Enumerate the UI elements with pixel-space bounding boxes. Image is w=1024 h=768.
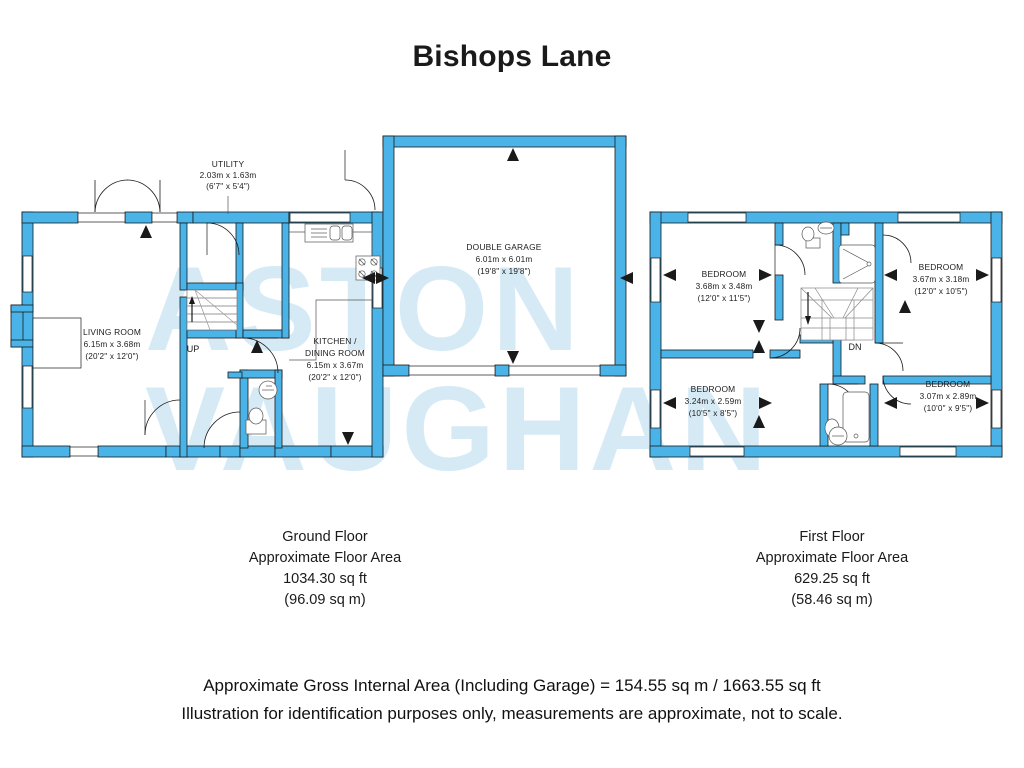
- room-label-living-room: LIVING ROOM 6.15m x 3.68m (20'2" x 12'0"…: [83, 327, 141, 361]
- living-room-metric: 6.15m x 3.68m: [84, 340, 141, 349]
- utility-name: UTILITY: [212, 159, 245, 169]
- kitchen-metric: 6.15m x 3.67m: [307, 361, 364, 370]
- bedroom-4-imperial: (10'0" x 9'5"): [924, 404, 973, 413]
- garage-walls: [382, 135, 627, 377]
- garage-metric: 6.01m x 6.01m: [476, 255, 533, 264]
- first-floor-caption-sqm: (58.46 sq m): [791, 592, 873, 608]
- wc-fixtures: [245, 380, 278, 435]
- first-floor-stair-marker: DN: [849, 342, 862, 352]
- ground-floor-caption-area-label: Approximate Floor Area: [248, 550, 402, 566]
- kitchen-name-line1: KITCHEN /: [313, 336, 357, 346]
- ground-floor-staircase: [186, 289, 238, 331]
- garage-name: DOUBLE GARAGE: [466, 242, 541, 252]
- bedroom-4-name: BEDROOM: [926, 379, 971, 389]
- first-floor-dn-arrow: [805, 292, 811, 325]
- garage-dimension-arrows: [376, 148, 633, 364]
- first-floor-caption: First Floor Approximate Floor Area 629.2…: [697, 527, 967, 611]
- room-label-bedroom-3: BEDROOM 3.24m x 2.59m (10'5" x 8'5"): [685, 384, 742, 418]
- footer-line-2: Illustration for identification purposes…: [181, 704, 843, 723]
- room-label-bedroom-1: BEDROOM 3.68m x 3.48m (12'0" x 11'5"): [696, 269, 753, 303]
- kitchen-imperial: (20'2" x 12'0"): [308, 373, 361, 382]
- first-floor-caption-name: First Floor: [799, 529, 865, 545]
- living-room-imperial: (20'2" x 12'0"): [85, 352, 138, 361]
- bedroom-1-name: BEDROOM: [702, 269, 747, 279]
- living-room-name: LIVING ROOM: [83, 327, 141, 337]
- ground-floor-doors: [94, 150, 376, 449]
- first-floor-doors: [769, 234, 912, 415]
- first-floor-caption-sqft: 629.25 sq ft: [794, 571, 870, 587]
- ground-floor-walls: [10, 211, 384, 458]
- page-title: Bishops Lane: [412, 40, 612, 73]
- ground-floor-windows: [22, 212, 383, 457]
- fireplace: [32, 317, 82, 369]
- ensuite-fixtures: [801, 221, 876, 284]
- first-floor-windows: [650, 212, 1002, 457]
- ground-floor-caption: Ground Floor Approximate Floor Area 1034…: [190, 527, 460, 611]
- bedroom-2-imperial: (12'0" x 10'5"): [914, 287, 967, 296]
- bedroom-4-metric: 3.07m x 2.89m: [920, 392, 977, 401]
- room-label-bedroom-2: BEDROOM 3.67m x 3.18m (12'0" x 10'5"): [913, 262, 970, 296]
- first-floor-walls: [649, 211, 1003, 458]
- bedroom-3-name: BEDROOM: [691, 384, 736, 394]
- room-label-kitchen-dining-room: KITCHEN / DINING ROOM 6.15m x 3.67m (20'…: [305, 336, 365, 382]
- kitchen-fixtures: [289, 223, 381, 361]
- first-floor-staircase: [800, 287, 874, 341]
- footer-note: Approximate Gross Internal Area (Includi…: [0, 672, 1024, 728]
- room-label-utility: UTILITY 2.03m x 1.63m (6'7" x 5'4"): [200, 159, 257, 214]
- bathroom-fixtures: [824, 391, 870, 446]
- room-label-double-garage: DOUBLE GARAGE 6.01m x 6.01m (19'8" x 19'…: [466, 242, 541, 276]
- kitchen-name-line2: DINING ROOM: [305, 348, 365, 358]
- bedroom-1-imperial: (12'0" x 11'5"): [698, 294, 751, 303]
- ground-floor-caption-name: Ground Floor: [282, 529, 368, 545]
- room-label-bedroom-4: BEDROOM 3.07m x 2.89m (10'0" x 9'5"): [920, 379, 977, 413]
- garage-imperial: (19'8" x 19'8"): [477, 267, 530, 276]
- bedroom-1-metric: 3.68m x 3.48m: [696, 282, 753, 291]
- bedroom-2-name: BEDROOM: [919, 262, 964, 272]
- ground-floor-up-arrow: [189, 296, 195, 322]
- footer-line-1: Approximate Gross Internal Area (Includi…: [203, 676, 821, 695]
- ground-floor-dimension-arrows: [140, 225, 375, 445]
- utility-imperial: (6'7" x 5'4"): [206, 182, 250, 191]
- first-floor-caption-area-label: Approximate Floor Area: [755, 550, 909, 566]
- bedroom-2-metric: 3.67m x 3.18m: [913, 275, 970, 284]
- bedroom-3-imperial: (10'5" x 8'5"): [689, 409, 738, 418]
- ground-floor-stair-marker: UP: [187, 344, 200, 354]
- first-floor-dimension-arrows: [663, 269, 989, 428]
- utility-metric: 2.03m x 1.63m: [200, 171, 257, 180]
- ground-floor-caption-sqft: 1034.30 sq ft: [283, 571, 367, 587]
- garage-door: [408, 365, 601, 376]
- ground-floor-caption-sqm: (96.09 sq m): [284, 592, 366, 608]
- bedroom-3-metric: 3.24m x 2.59m: [685, 397, 742, 406]
